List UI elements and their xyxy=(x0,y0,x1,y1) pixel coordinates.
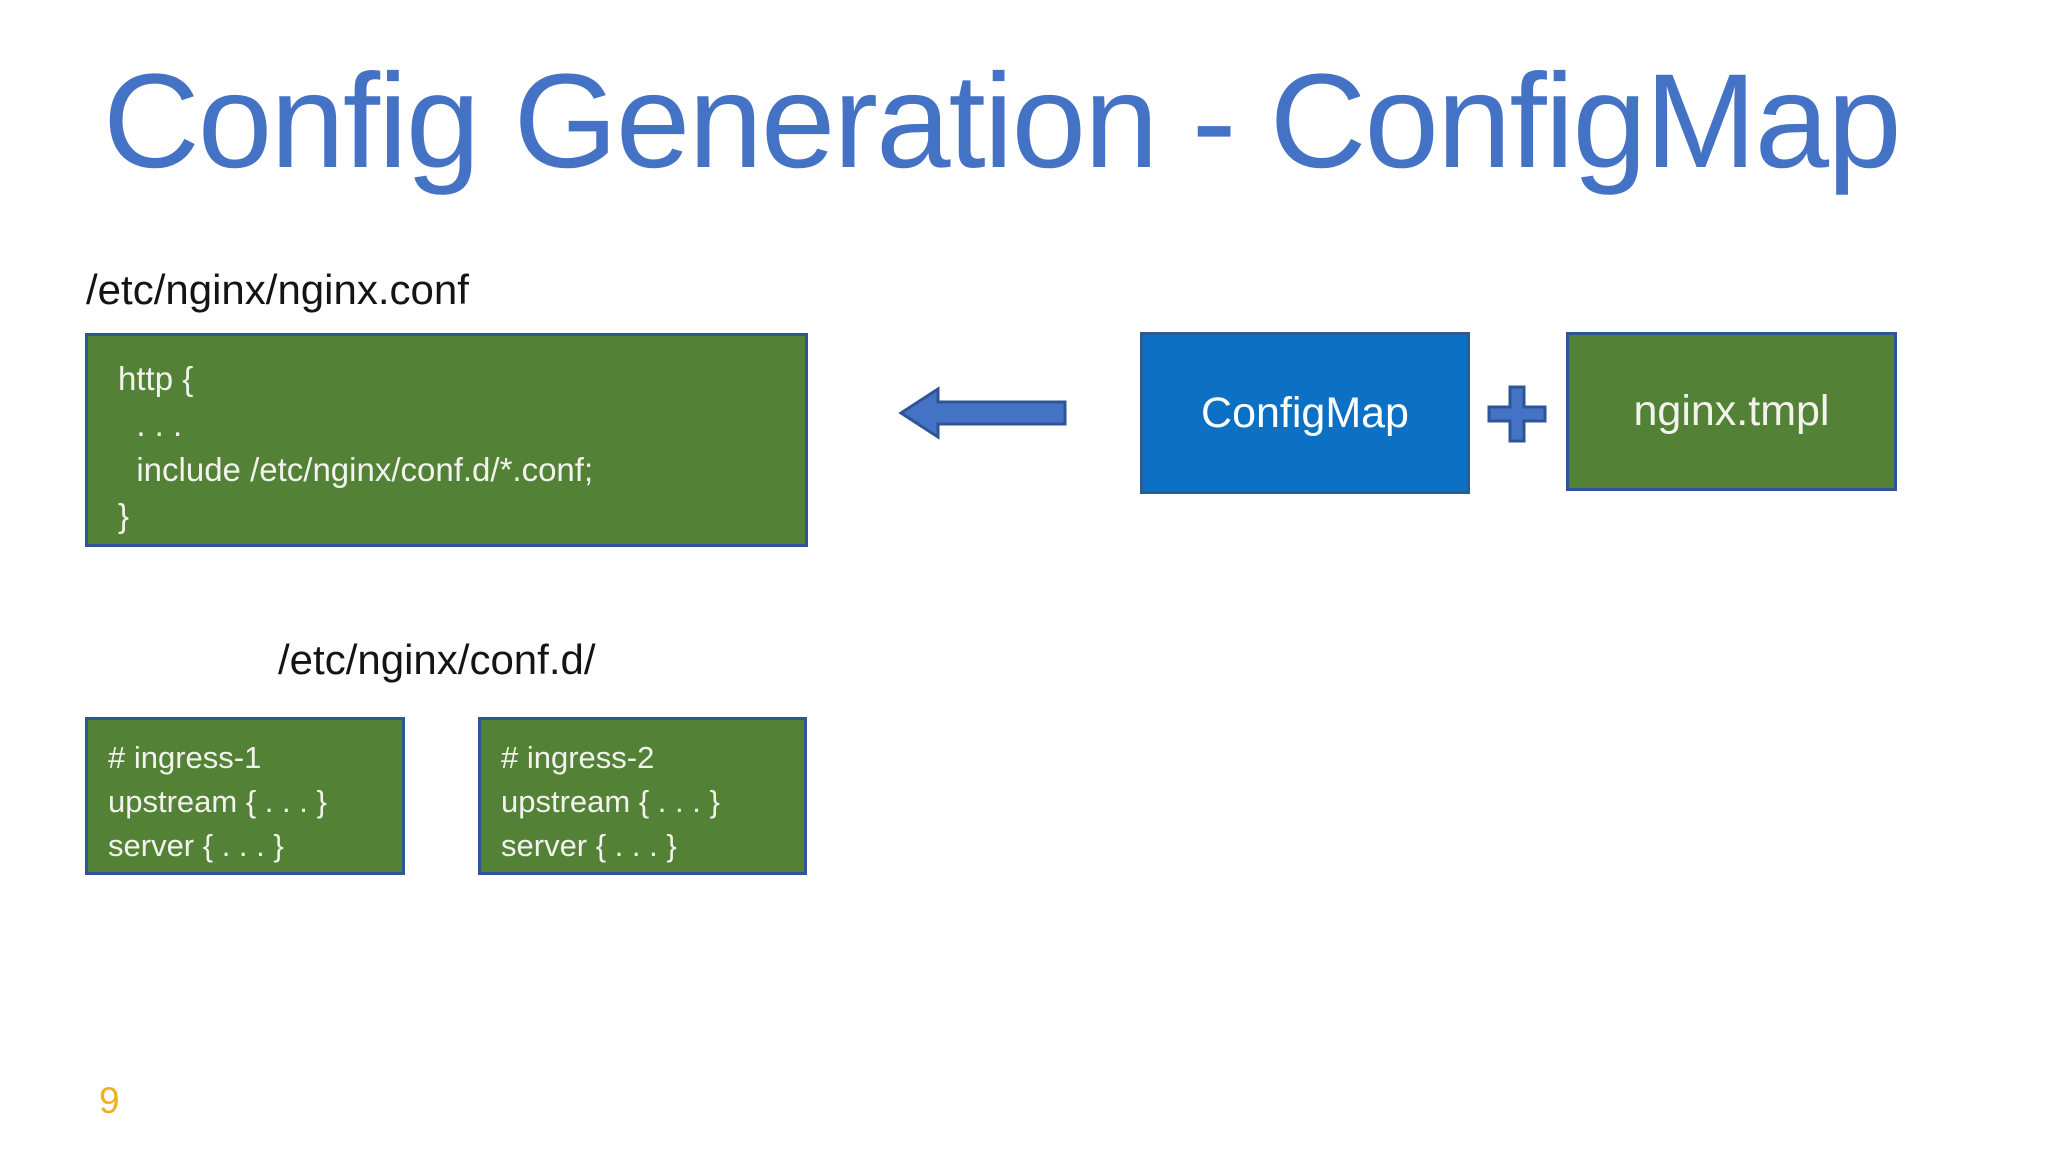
configmap-box: ConfigMap xyxy=(1140,332,1470,494)
ingress-2-box: # ingress-2 upstream { . . . } server { … xyxy=(478,717,807,875)
plus-icon xyxy=(1486,384,1548,444)
ingress-1-box: # ingress-1 upstream { . . . } server { … xyxy=(85,717,405,875)
configmap-box-label: ConfigMap xyxy=(1201,388,1409,437)
nginx-conf-line: include /etc/nginx/conf.d/*.conf; xyxy=(118,451,594,489)
ingress-1-line: upstream { . . . } xyxy=(108,784,327,820)
slide-title: Config Generation - ConfigMap xyxy=(103,47,1902,196)
nginx-conf-path-label: /etc/nginx/nginx.conf xyxy=(86,266,469,313)
nginx-conf-line: . . . xyxy=(118,405,183,443)
ingress-2-line: server { . . . } xyxy=(501,828,677,864)
conf-d-path-label: /etc/nginx/conf.d/ xyxy=(278,636,596,683)
nginx-tmpl-box: nginx.tmpl xyxy=(1566,332,1897,491)
left-arrow-icon xyxy=(898,386,1068,440)
nginx-conf-line: http { xyxy=(118,360,194,397)
ingress-1-line: # ingress-1 xyxy=(108,740,262,775)
nginx-conf-line: } xyxy=(118,496,130,534)
nginx-tmpl-box-label: nginx.tmpl xyxy=(1633,387,1830,435)
page-number: 9 xyxy=(99,1080,120,1121)
nginx-conf-box: http { . . . include /etc/nginx/conf.d/*… xyxy=(85,333,808,547)
ingress-2-line: upstream { . . . } xyxy=(501,784,720,820)
ingress-2-line: # ingress-2 xyxy=(501,740,655,775)
ingress-1-line: server { . . . } xyxy=(108,828,284,864)
